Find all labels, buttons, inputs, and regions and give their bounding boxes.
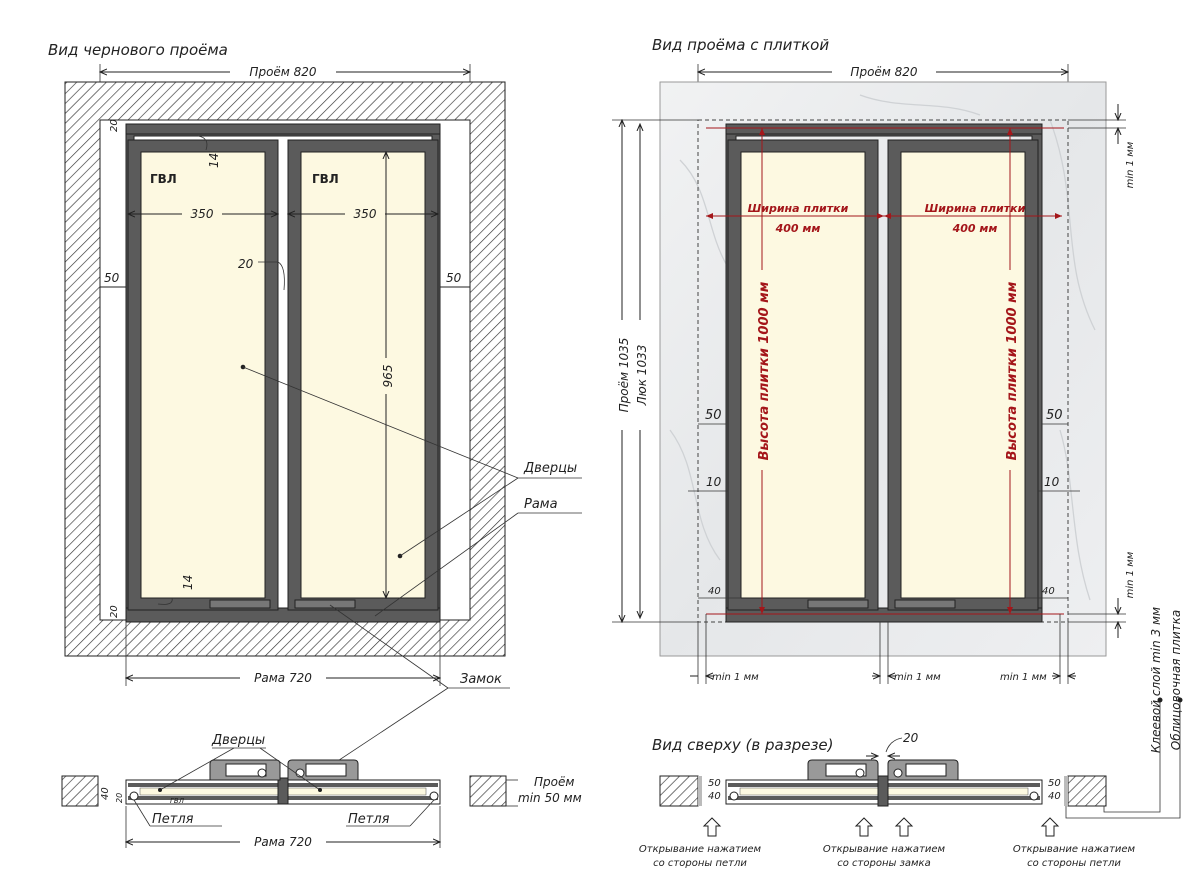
open-hinge-left-line1: Открывание нажатием xyxy=(639,844,762,855)
min1-bottom-center: min 1 мм xyxy=(894,672,941,683)
left-opening-width-label: Проём 820 xyxy=(249,65,317,79)
push-arrow-lock-1 xyxy=(854,817,874,837)
left-frame-width: Рама 720 xyxy=(254,671,312,685)
left-door-panel xyxy=(140,151,266,599)
min1-bottom-right: min 1 мм xyxy=(1000,672,1047,683)
label-frame: Рама xyxy=(524,497,558,512)
top-dim-40-left: 40 xyxy=(708,791,721,802)
bottom-gvl: ГВЛ xyxy=(170,797,185,805)
dim-20-bottom-corner: 20 xyxy=(109,605,120,618)
dim-965: 965 xyxy=(381,365,395,388)
tile-height-left: Высота плитки 1000 мм xyxy=(757,281,772,460)
tile-width-value-left: 400 мм xyxy=(775,222,821,235)
gvl-right-label: ГВЛ xyxy=(312,172,339,186)
right-door-panel xyxy=(300,151,426,599)
tile-height-right: Высота плитки 1000 мм xyxy=(1005,281,1020,460)
bottom-dim-20: 20 xyxy=(115,793,124,803)
facing-tile-label: Облицовочная плитка xyxy=(1169,610,1183,750)
glue-layer-label: Клеевой слой min 3 мм xyxy=(1149,607,1163,753)
open-hinge-right-line2: со стороны петли xyxy=(1027,858,1121,869)
dim-50-left: 50 xyxy=(104,271,120,285)
bottom-right-section: Вид сверху (в разрезе) 20 50 40 50 40 xyxy=(639,697,1183,869)
dim-20-top-corner: 20 xyxy=(109,119,120,132)
right-dim-10-right: 10 xyxy=(1044,475,1060,489)
min1-bottom-left: min 1 мм xyxy=(712,672,759,683)
right-dim-40-right: 40 xyxy=(1042,586,1055,597)
right-dim-10-left: 10 xyxy=(706,475,722,489)
push-arrow-lock-2 xyxy=(894,817,914,837)
hatch-height: Люк 1033 xyxy=(635,345,649,407)
hinge-left-label: Петля xyxy=(152,812,194,827)
bottom-label-doors: Дверцы xyxy=(211,733,265,748)
top-dim-40-right: 40 xyxy=(1048,791,1061,802)
right-view: Вид проёма с плиткой Проём 820 Ширина пл… xyxy=(612,36,1183,753)
tile-width-label-right: Ширина плитки xyxy=(925,202,1026,215)
bottom-left-section: Дверцы 40 20 ГВЛ Проём min 50 мм Петля П… xyxy=(61,733,582,849)
bottom-frame-width: Рама 720 xyxy=(254,835,312,849)
dim-14-bottom: 14 xyxy=(181,575,195,590)
top-dim-50-left: 50 xyxy=(708,778,721,789)
right-opening-width-label: Проём 820 xyxy=(850,65,918,79)
tile-width-label-left: Ширина плитки xyxy=(748,202,849,215)
dim-350-right: 350 xyxy=(354,207,377,221)
bottom-opening-min: min 50 мм xyxy=(518,791,582,805)
open-lock-line2: со стороны замка xyxy=(837,858,930,869)
push-arrow-hinge-left xyxy=(702,817,722,837)
open-lock-line1: Открывание нажатием xyxy=(823,844,946,855)
left-view-title: Вид чернового проёма xyxy=(48,41,228,59)
tile-width-value-right: 400 мм xyxy=(952,222,998,235)
push-arrow-hinge-right xyxy=(1040,817,1060,837)
label-doors: Дверцы xyxy=(523,461,577,476)
top-view-title: Вид сверху (в разрезе) xyxy=(652,736,834,754)
bottom-opening: Проём xyxy=(534,775,574,789)
label-lock: Замок xyxy=(460,672,502,687)
min1-mid: min 1 мм xyxy=(1125,551,1136,598)
opening-height: Проём 1035 xyxy=(617,338,631,413)
wall-hatch xyxy=(64,81,506,657)
gvl-left-label: ГВЛ xyxy=(150,172,177,186)
open-hinge-left-line2: со стороны петли xyxy=(653,858,747,869)
right-dim-50-right: 50 xyxy=(1046,408,1063,423)
dim-14-top: 14 xyxy=(207,153,221,168)
open-hinge-right-line1: Открывание нажатием xyxy=(1013,844,1136,855)
top-dim-50-right: 50 xyxy=(1048,778,1061,789)
top-view-dim-20: 20 xyxy=(903,731,919,745)
dim-350-left: 350 xyxy=(191,207,214,221)
bottom-dim-40: 40 xyxy=(100,787,111,800)
hinge-right-label: Петля xyxy=(348,812,390,827)
min1-top: min 1 мм xyxy=(1125,141,1136,188)
left-view: Вид чернового проёма Проём 820 ГВЛ ГВЛ 1… xyxy=(48,41,582,779)
right-dim-50-left: 50 xyxy=(705,408,722,423)
right-view-title: Вид проёма с плиткой xyxy=(652,36,829,54)
dim-50-right: 50 xyxy=(446,271,462,285)
right-dim-40-left: 40 xyxy=(708,586,721,597)
dim-20-gap: 20 xyxy=(238,257,254,271)
